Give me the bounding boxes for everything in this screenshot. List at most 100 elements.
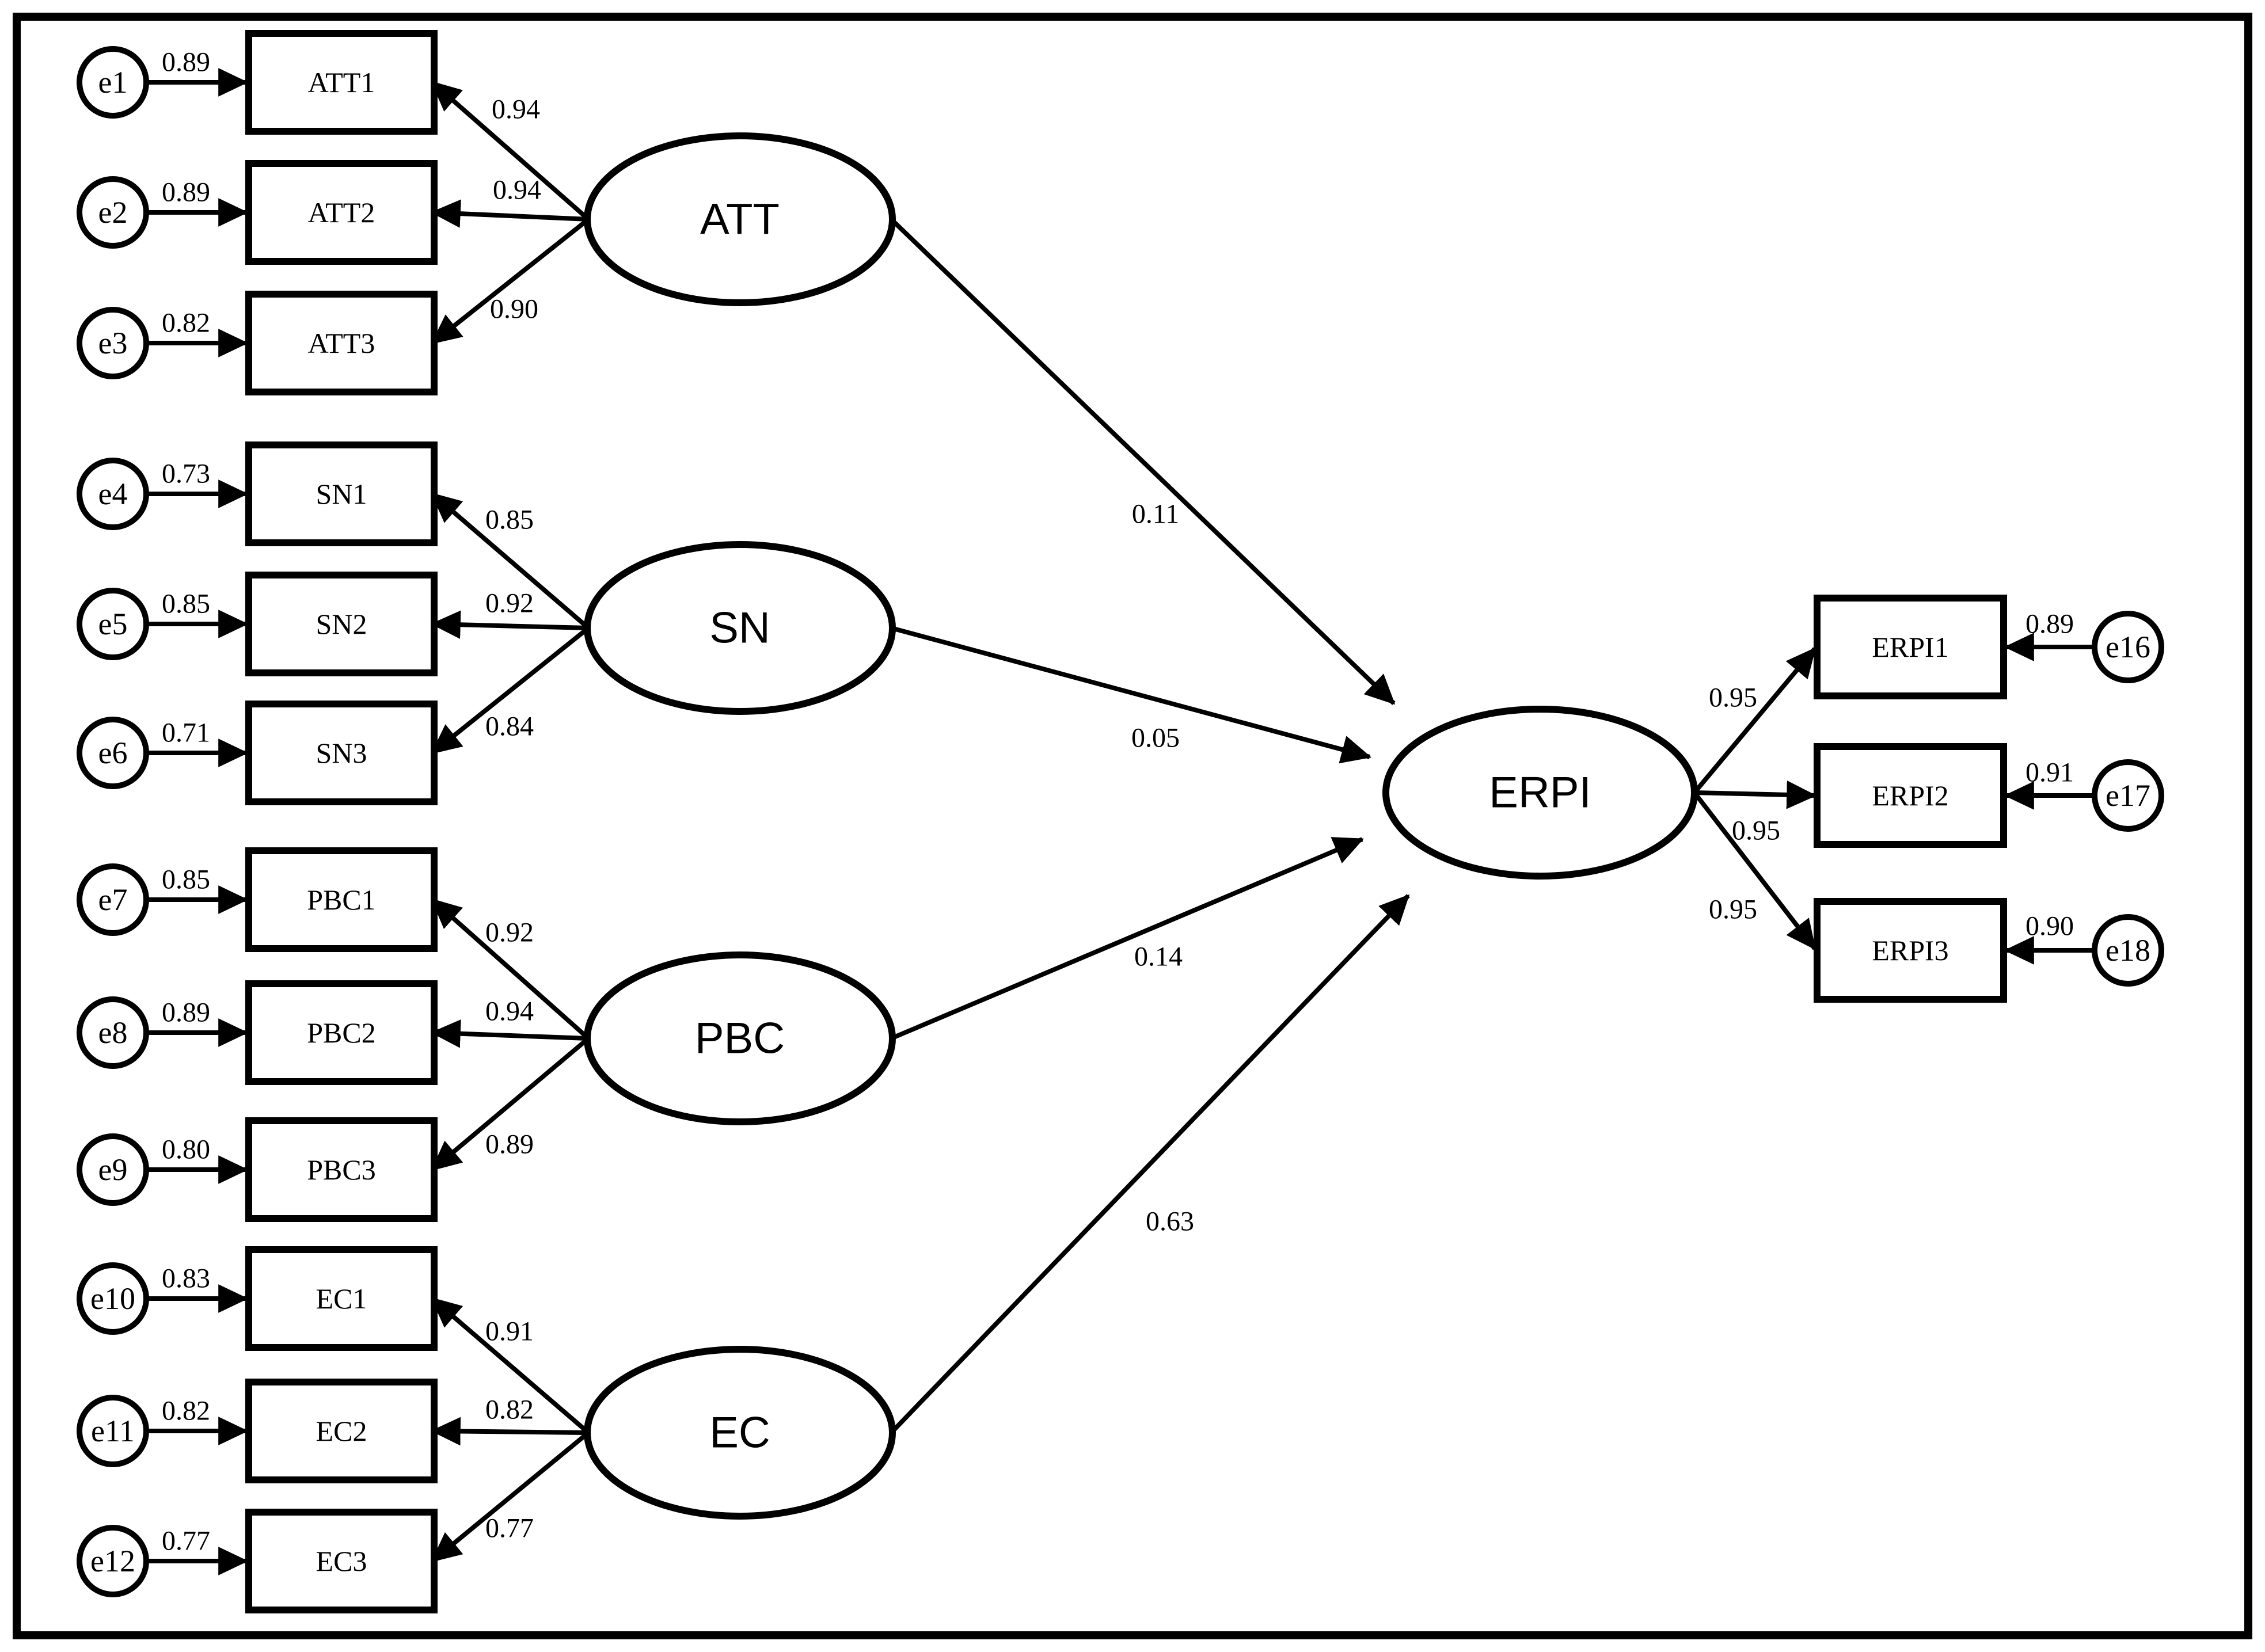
arrow-att-to-att2: [430, 199, 589, 228]
loading-pbc-pbc3: 0.89: [485, 1129, 534, 1160]
weight-e4-sn1: 0.73: [162, 459, 210, 489]
indicator-erpi1-label: ERPI1: [1872, 631, 1948, 663]
error-e1-label: e1: [98, 65, 128, 100]
arrow-pbc-to-pbc3: [431, 1036, 590, 1172]
error-e16-label: e16: [2106, 630, 2150, 664]
loading-erpi-erpi2: 0.95: [1732, 816, 1780, 846]
error-e7-label: e7: [98, 882, 128, 917]
weight-e1-att1: 0.89: [162, 47, 210, 78]
arrow-erpi-to-erpi2: [1694, 781, 1817, 809]
indicator-sn1-label: SN1: [316, 478, 367, 510]
error-e4-label: e4: [98, 477, 128, 511]
indicator-pbc1-label: PBC1: [307, 884, 376, 916]
error-e18-label: e18: [2106, 933, 2150, 968]
error-e6-label: e6: [98, 736, 128, 770]
error-e17-label: e17: [2106, 778, 2150, 813]
error-e12-label: e12: [90, 1544, 135, 1578]
indicator-sn2-label: SN2: [316, 608, 367, 640]
indicator-ec3-box: [245, 1509, 438, 1613]
loading-sn-sn1: 0.85: [485, 505, 534, 535]
weight-e11-ec2: 0.82: [162, 1396, 210, 1426]
arrow-pbc-to-pbc2: [430, 1019, 589, 1048]
group-sn: SN 0.05 e4 0.73 SN1 0.85 e5 0.85 SN2 0.9…: [77, 441, 1372, 805]
group-ec: EC 0.63 e10 0.83 EC1 0.91 e11 0.82 EC2 0…: [77, 894, 1410, 1613]
indicator-sn3-label: SN3: [316, 737, 367, 769]
arrow-sn-to-sn3: [431, 626, 590, 755]
diagram-border: [13, 13, 2252, 1639]
arrow-ec-to-ec1: [431, 1296, 590, 1435]
weight-e3-att3: 0.82: [162, 308, 210, 338]
error-e11-label: e11: [91, 1414, 135, 1448]
error-e8-label: e8: [98, 1015, 128, 1050]
indicator-ec2-box: [245, 1379, 438, 1483]
indicator-sn3-box: [245, 701, 438, 805]
weight-e18-erpi3: 0.90: [2025, 911, 2074, 942]
loading-sn-sn3: 0.84: [485, 711, 534, 742]
indicator-att1-label: ATT1: [308, 66, 375, 98]
weight-e7-pbc1: 0.85: [162, 865, 210, 895]
error-e2-label: e2: [98, 195, 128, 230]
arrow-sn-to-erpi: [890, 626, 1372, 764]
weight-e12-ec3: 0.77: [162, 1526, 210, 1556]
indicator-erpi2-label: ERPI2: [1872, 779, 1948, 812]
loading-pbc-pbc2: 0.94: [485, 996, 534, 1027]
coef-pbc-erpi: 0.14: [1134, 942, 1183, 972]
arrow-sn-to-sn1: [431, 492, 590, 630]
loading-pbc-pbc1: 0.92: [485, 918, 534, 948]
latent-att-label: ATT: [700, 195, 780, 244]
arrow-erpi-to-erpi1: [1692, 647, 1817, 794]
indicator-pbc2-label: PBC2: [307, 1017, 376, 1049]
group-pbc: PBC 0.14 e7 0.85 PBC1 0.92 e8 0.89 PBC2 …: [77, 837, 1364, 1222]
error-e10-label: e10: [90, 1281, 135, 1316]
group-att: ATT 0.11 e1 0.89 ATT1 0.94 e2 0.89 ATT2 …: [77, 30, 1396, 705]
weight-e10-ec1: 0.83: [162, 1263, 210, 1294]
weight-e8-pbc2: 0.89: [162, 998, 210, 1028]
loading-ec-ec1: 0.91: [485, 1316, 534, 1347]
indicator-ec3-label: EC3: [316, 1545, 367, 1577]
indicator-pbc3-label: PBC3: [307, 1154, 376, 1186]
coef-sn-erpi: 0.05: [1131, 723, 1180, 753]
indicator-erpi3-box: [1814, 898, 2007, 1003]
indicator-ec1-label: EC1: [316, 1282, 367, 1315]
loading-att-att3: 0.90: [490, 294, 538, 325]
coef-att-erpi: 0.11: [1132, 499, 1179, 530]
arrow-sn-to-sn2: [430, 610, 589, 640]
indicator-att2-box: [245, 160, 438, 265]
indicator-ec2-label: EC2: [316, 1415, 367, 1447]
indicator-att3-box: [245, 291, 438, 395]
loading-erpi-erpi3: 0.95: [1709, 894, 1757, 925]
arrow-att-to-att3: [431, 217, 590, 345]
arrow-ec-to-erpi: [890, 894, 1410, 1434]
loading-sn-sn2: 0.92: [485, 588, 534, 619]
coef-ec-erpi: 0.63: [1146, 1206, 1194, 1237]
arrow-erpi-to-erpi3: [1692, 791, 1817, 950]
latent-pbc-label: PBC: [695, 1014, 785, 1063]
weight-e5-sn2: 0.85: [162, 589, 210, 619]
latent-erpi-label: ERPI: [1489, 768, 1591, 817]
error-e9-label: e9: [98, 1152, 128, 1187]
loading-att-att2: 0.94: [493, 175, 541, 205]
error-e5-label: e5: [98, 607, 128, 641]
error-e3-label: e3: [98, 326, 128, 360]
indicator-erpi1-box: [1814, 595, 2007, 699]
loading-ec-ec3: 0.77: [485, 1513, 534, 1544]
latent-sn-label: SN: [709, 604, 770, 653]
weight-e6-sn3: 0.71: [162, 718, 210, 748]
arrow-ec-to-ec2: [430, 1417, 589, 1446]
group-erpi: ERPI ERPI1 0.95 e16 0.89 ERPI2 0.95 e17 …: [1382, 595, 2164, 1003]
indicator-att2-label: ATT2: [308, 196, 375, 229]
loading-att-att1: 0.94: [492, 94, 540, 125]
weight-e16-erpi1: 0.89: [2025, 609, 2074, 640]
weight-e17-erpi2: 0.91: [2025, 758, 2074, 788]
indicator-sn1-box: [245, 441, 438, 546]
loading-ec-ec2: 0.82: [485, 1395, 534, 1425]
arrow-att-to-erpi: [890, 218, 1396, 705]
latent-ec-label: EC: [709, 1409, 770, 1457]
weight-e9-pbc3: 0.80: [162, 1135, 210, 1165]
indicator-erpi3-label: ERPI3: [1872, 934, 1948, 966]
arrow-pbc-to-erpi: [890, 837, 1364, 1041]
loading-erpi-erpi1: 0.95: [1709, 683, 1757, 713]
indicator-att3-label: ATT3: [308, 327, 375, 359]
